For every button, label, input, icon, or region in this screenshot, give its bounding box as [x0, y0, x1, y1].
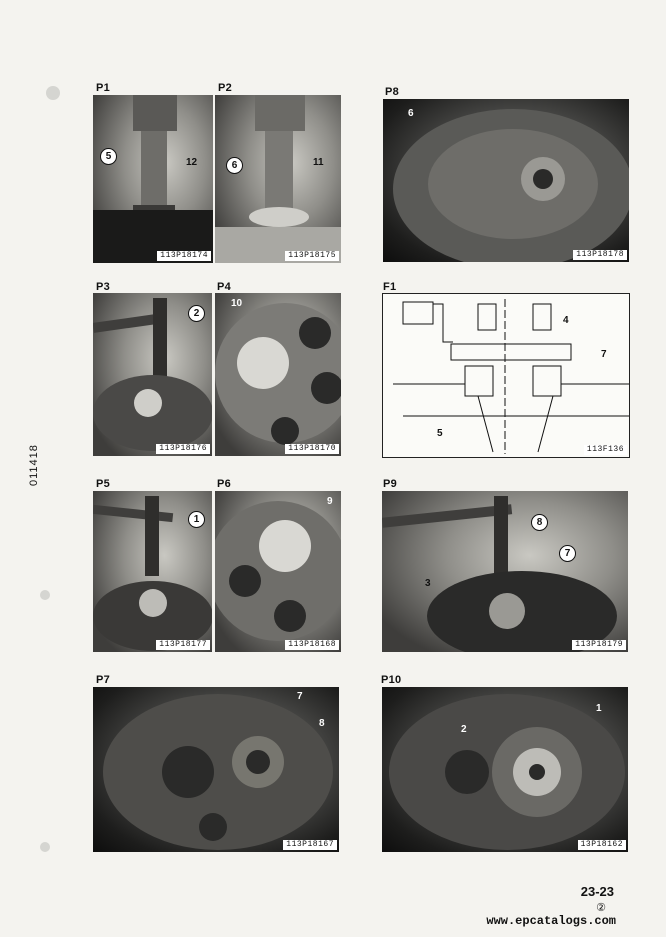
panel-label-p3: P3 [96, 281, 111, 293]
panel-label-p4: P4 [217, 281, 232, 293]
photo-p1-shape [93, 95, 213, 263]
photo-p7-caption: 113P18167 [283, 840, 337, 850]
binder-hole-top [46, 86, 60, 100]
website-watermark[interactable]: www.epcatalogs.com [486, 914, 616, 928]
photo-p7-shape [103, 694, 333, 850]
callout-p3-2: 2 [188, 305, 205, 322]
callout-p9-8: 8 [531, 514, 548, 531]
number-p8-6: 6 [408, 108, 414, 119]
photo-p7: 113P18167 [93, 687, 339, 852]
photo-p8-caption: 113P18178 [573, 250, 627, 260]
photo-p4-caption: 113P18170 [285, 444, 339, 454]
photo-p5-shape [93, 496, 212, 651]
number-f1-7: 7 [601, 349, 607, 360]
photo-p2: 113P18175 [215, 95, 341, 263]
binder-hole-bottom [40, 842, 50, 852]
panel-label-p6: P6 [217, 478, 232, 490]
number-p7-8: 8 [319, 718, 325, 729]
panel-label-p1: P1 [96, 82, 111, 94]
panel-label-p10: P10 [381, 674, 402, 686]
photo-p6: 113P18168 [215, 491, 341, 652]
photo-p3-caption: 113P18176 [156, 444, 210, 454]
photo-p2-caption: 113P18175 [285, 251, 339, 261]
revision-mark: ② [596, 902, 606, 914]
panel-label-p7: P7 [96, 674, 111, 686]
photo-p5-caption: 113P18177 [156, 640, 210, 650]
panel-label-p8: P8 [385, 86, 400, 98]
photo-p4: 113P18170 [215, 293, 341, 456]
number-f1-5: 5 [437, 428, 443, 439]
photo-p6-shape [215, 501, 341, 641]
number-p10-2: 2 [461, 724, 467, 735]
photo-p9-shape [382, 496, 617, 652]
number-f1-4: 4 [563, 315, 569, 326]
number-p10-1: 1 [596, 703, 602, 714]
page-number: 23-23 [580, 884, 614, 899]
photo-p10-shape [389, 694, 625, 850]
panel-label-p5: P5 [96, 478, 111, 490]
binder-hole-middle [40, 590, 50, 600]
photo-p9: 113P18179 [382, 491, 628, 652]
photo-p1-caption: 113P18174 [157, 251, 211, 261]
number-p2-11: 11 [313, 157, 324, 168]
photo-p8: 113P18178 [383, 99, 629, 262]
number-p7-7: 7 [297, 691, 303, 702]
photo-p6-caption: 113P18168 [285, 640, 339, 650]
callout-p9-7: 7 [559, 545, 576, 562]
callout-p1-5: 5 [100, 148, 117, 165]
callout-p2-6: 6 [226, 157, 243, 174]
drawing-f1-lines [393, 299, 629, 454]
panel-label-f1: F1 [383, 281, 397, 293]
panel-label-p9: P9 [383, 478, 398, 490]
photo-p3-shape [93, 298, 212, 451]
drawing-f1-caption: 113F136 [583, 445, 627, 455]
number-p6-9: 9 [327, 496, 333, 507]
photo-p10: 13P18162 [382, 687, 628, 852]
number-p1-12: 12 [186, 157, 198, 168]
callout-p5-1: 1 [188, 511, 205, 528]
number-p4-10: 10 [231, 298, 243, 309]
photo-p4-shape [215, 303, 341, 445]
side-document-code: 011418 [28, 444, 40, 486]
photo-p2-shape [215, 95, 341, 263]
photo-p8-shape [393, 109, 629, 262]
photo-p1: 113P18174 [93, 95, 213, 263]
panel-label-p2: P2 [218, 82, 233, 94]
photo-p10-caption: 13P18162 [577, 840, 626, 850]
photo-p9-caption: 113P18179 [572, 640, 626, 650]
number-p9-3: 3 [425, 578, 431, 589]
drawing-f1: 113F136 [382, 293, 630, 458]
